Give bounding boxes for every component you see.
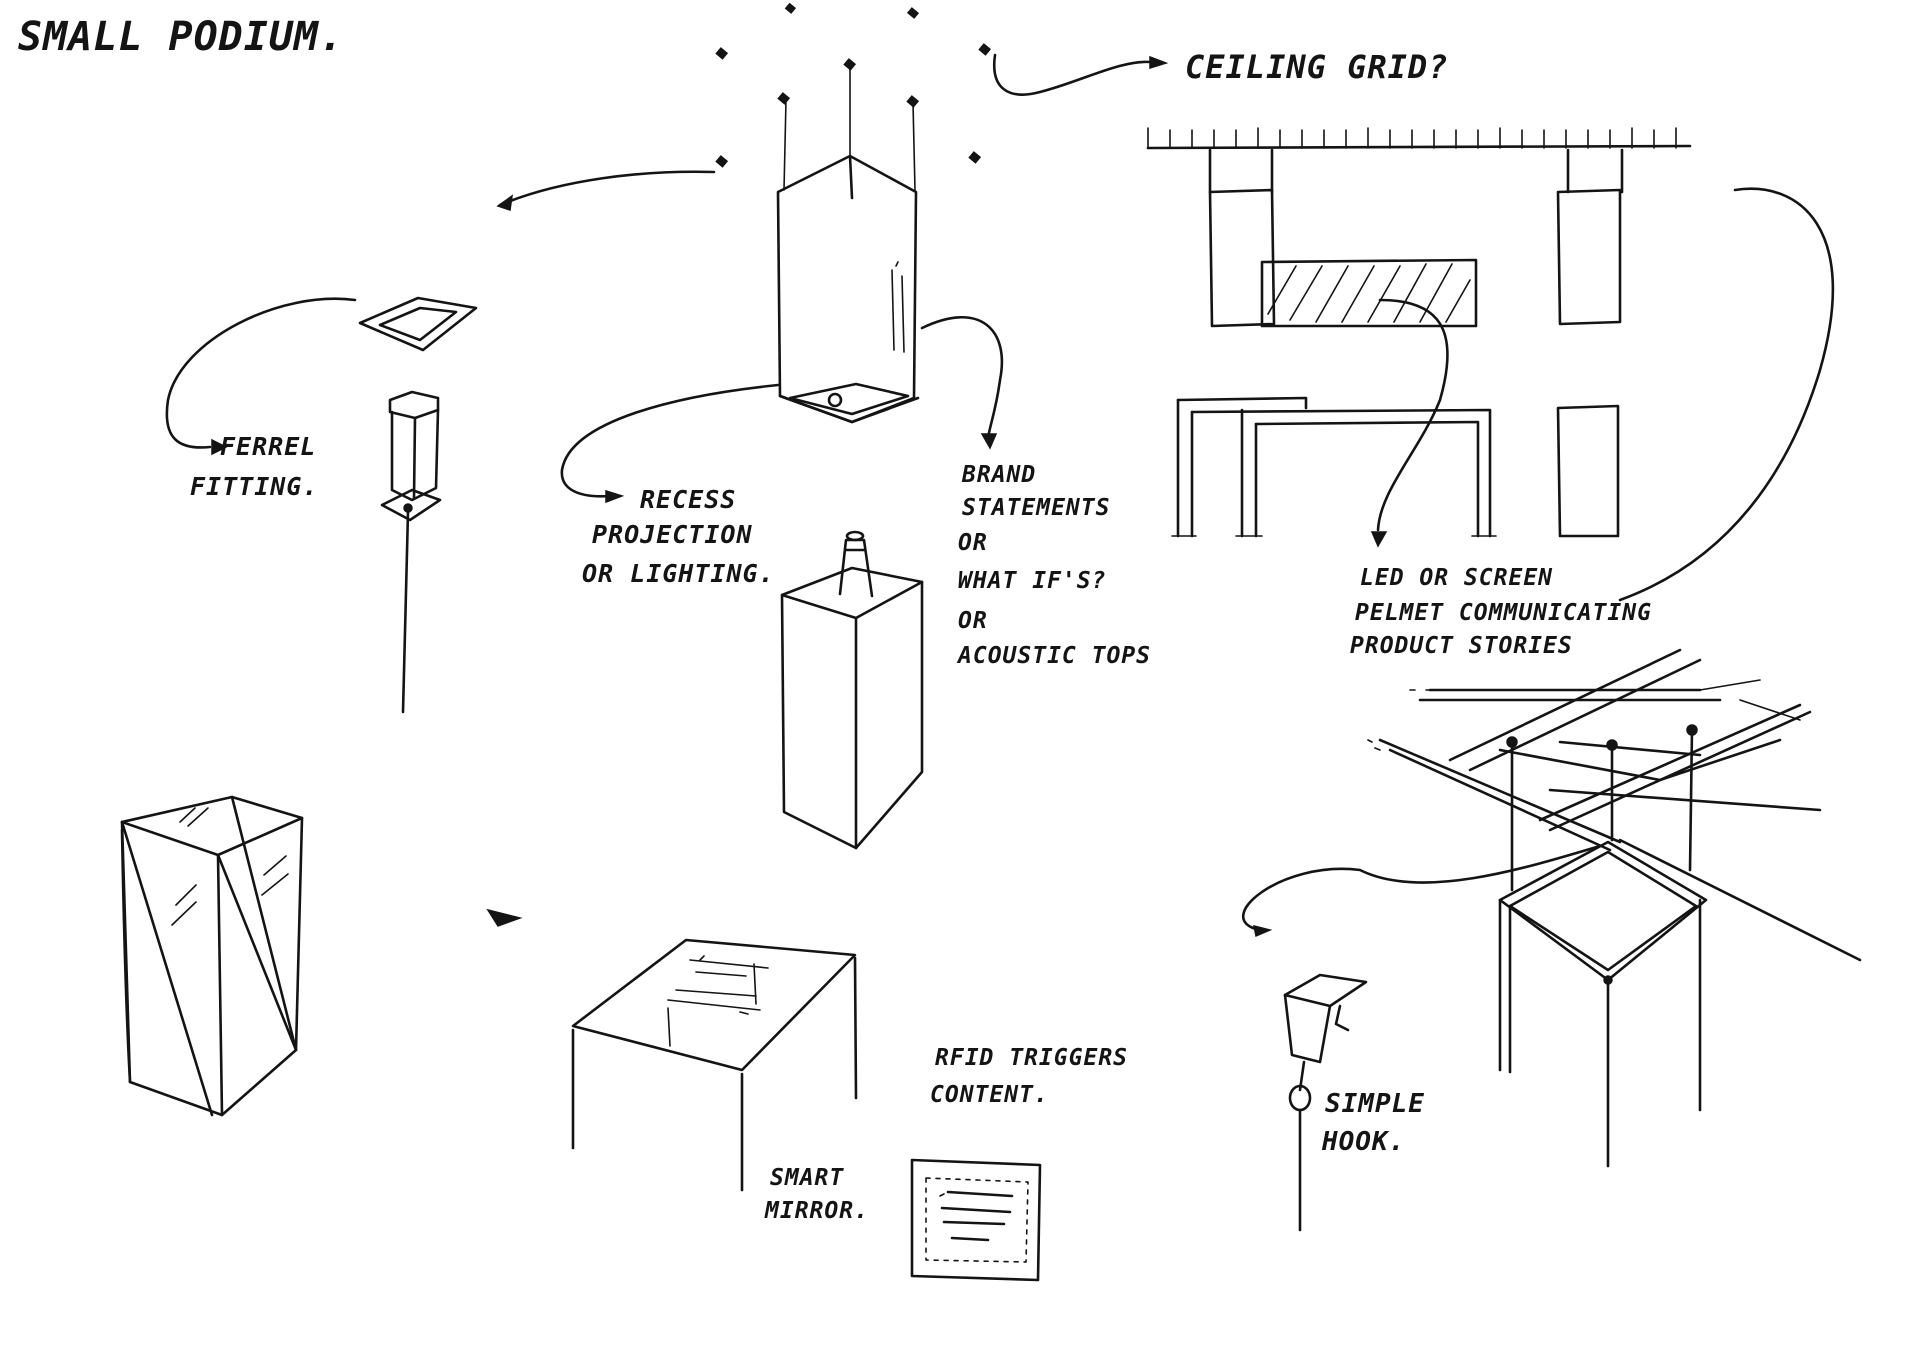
hook-label-line1: SIMPLE xyxy=(1325,1089,1425,1119)
small-arrow-mark xyxy=(486,908,523,927)
plinth-sketch xyxy=(780,530,924,850)
recess-projection-note: RECESS PROJECTION OR LIGHTING. xyxy=(560,383,780,588)
led-label-line1: LED OR SCREEN xyxy=(1360,565,1553,591)
rfid-label-line2: CONTENT. xyxy=(930,1082,1049,1108)
smart-mirror-label-line2: MIRROR. xyxy=(764,1198,869,1224)
brand-label-line6: ACOUSTIC TOPS xyxy=(956,643,1151,669)
ceiling-grid-sketch: CEILING GRID? xyxy=(992,48,1835,602)
smart-mirror-label-line1: SMART xyxy=(770,1165,844,1191)
brand-label-line3: OR xyxy=(958,530,988,556)
cross-grid-sketch xyxy=(1242,648,1862,1168)
rfid-note: RFID TRIGGERS CONTENT. xyxy=(930,1045,1128,1108)
simple-hook-sketch: SIMPLE HOOK. xyxy=(1283,973,1425,1232)
sheet-title: SMALL PODIUM. xyxy=(18,14,344,60)
twisted-podium-sketch xyxy=(120,795,304,1117)
brand-statements-note: BRAND STATEMENTS OR WHAT IF'S? OR ACOUST… xyxy=(920,316,1151,669)
hanging-podium-sketch xyxy=(496,2,992,424)
brand-label-line5: OR xyxy=(958,608,988,634)
rfid-table-sketch xyxy=(571,938,858,1192)
rfid-label-line1: RFID TRIGGERS xyxy=(935,1045,1128,1071)
led-pelmet-note: LED OR SCREEN PELMET COMMUNICATING PRODU… xyxy=(1350,565,1652,659)
brand-label-line4: WHAT IF'S? xyxy=(958,568,1106,594)
brand-label-line1: BRAND xyxy=(961,462,1036,488)
recess-label-line2: PROJECTION xyxy=(592,520,753,549)
ceiling-grid-label: CEILING GRID? xyxy=(1185,48,1448,86)
ferrel-label-line1: FERREL xyxy=(220,432,316,461)
ferrel-label-line2: FITTING. xyxy=(190,472,318,501)
smart-mirror-sketch: SMART MIRROR. xyxy=(764,1158,1042,1282)
ceiling-fixing-dots xyxy=(715,2,992,168)
hook-label-line2: HOOK. xyxy=(1321,1127,1405,1157)
recess-label-line1: RECESS xyxy=(640,485,736,514)
led-label-line2: PELMET COMMUNICATING xyxy=(1355,600,1652,626)
ferrel-fitting-sketch: FERREL FITTING. xyxy=(165,296,478,714)
led-label-line3: PRODUCT STORIES xyxy=(1350,633,1573,659)
recess-label-line3: OR LIGHTING. xyxy=(582,559,775,588)
brand-label-line2: STATEMENTS xyxy=(962,495,1110,521)
